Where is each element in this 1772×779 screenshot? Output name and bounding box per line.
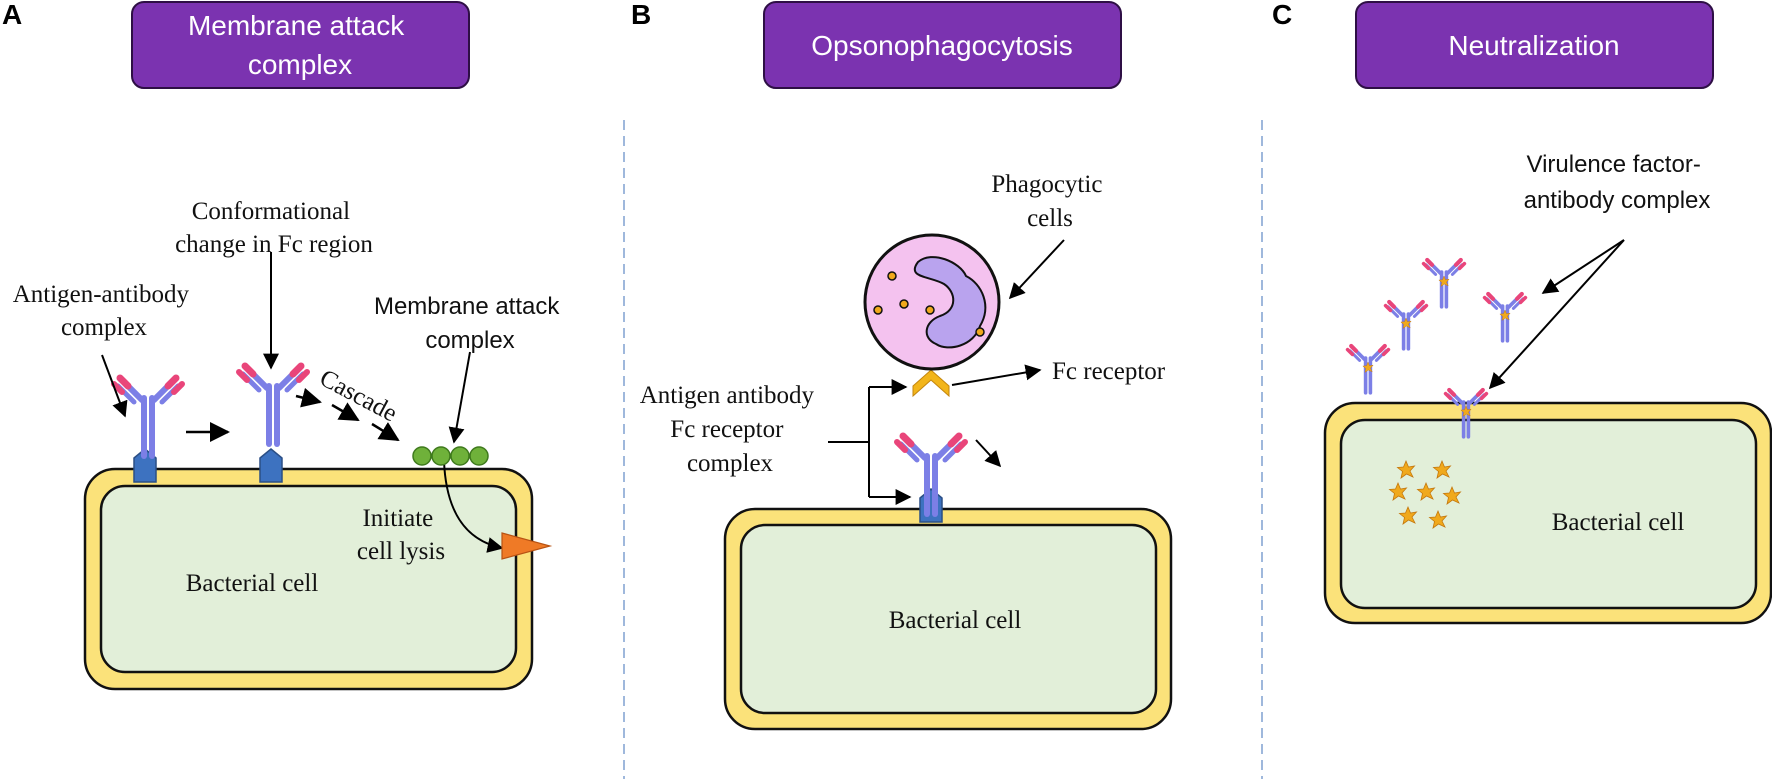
header-text-c: Neutralization (1448, 30, 1619, 61)
header-box-c (1355, 1, 1714, 89)
label-b-phagocytic-line-1: Phagocytic (991, 171, 1102, 198)
label-a-conformational-line-2: change in Fc region (175, 231, 373, 258)
panel-letter-b: B (631, 0, 651, 30)
label-a-mac-line-2: complex (425, 327, 514, 354)
arrow-c-upper (1541, 239, 1625, 294)
label-c-virulence-line-1: Virulence factor- (1527, 151, 1701, 178)
phagocyte-granule-1 (887, 271, 897, 281)
label-c-virulence-line-2: antibody complex (1524, 187, 1711, 214)
complex-c-1 (1424, 260, 1465, 307)
label-a-initiate-line-2: cell lysis (357, 538, 445, 565)
arrow-b-bracket (828, 387, 870, 497)
label-a-mac: Membrane attack complex (374, 293, 566, 354)
arrow-a-antigen-label (101, 354, 128, 418)
arrow-a-step2 (295, 387, 322, 408)
arrow-a-cascade-1 (331, 402, 360, 422)
mac-bead-1 (412, 446, 432, 466)
complex-c-2 (1386, 302, 1427, 349)
mac-bead-2 (431, 446, 451, 466)
label-b-phagocytic: Phagocytic cells (991, 171, 1108, 232)
label-b-phagocytic-line-2: cells (1027, 205, 1073, 232)
phagocyte-granule-4 (925, 305, 935, 315)
phagocyte-granule-2 (873, 305, 883, 315)
label-b-complex-line-1: Antigen antibody (640, 382, 815, 409)
mac-bead-4 (469, 446, 489, 466)
label-b-complex: Antigen antibody Fc receptor complex (640, 382, 821, 477)
label-a-mac-line-1: Membrane attack (374, 293, 560, 320)
label-a-conformational-line-1: Conformational (192, 198, 350, 225)
label-b-complex-line-2: Fc receptor (670, 416, 784, 443)
header-a-line-1: Membrane attack (188, 10, 405, 41)
cell-label-b: Bacterial cell (889, 607, 1022, 634)
bacterial-cell-b-body (739, 523, 1158, 715)
header-text-a: Membrane attack complex (188, 10, 412, 80)
panel-a: A Membrane attack complex Bacterial cell (2, 0, 566, 691)
panel-letter-a: A (2, 0, 22, 30)
antibody-a-2 (239, 366, 307, 444)
cell-label-a: Bacterial cell (186, 570, 319, 597)
header-text-b: Opsonophagocytosis (811, 30, 1073, 61)
label-a-antigen-antibody: Antigen-antibody complex (13, 281, 196, 341)
label-a-cascade: Cascade (315, 364, 401, 427)
antibody-a-1 (114, 378, 182, 456)
bacterial-cell-a-body (99, 484, 518, 674)
panel-c: C Neutralization Bacterial cell (1272, 0, 1772, 625)
arrow-b-small (975, 439, 1002, 468)
fc-receptor-shape (912, 369, 950, 398)
panel-letter-c: C (1272, 0, 1292, 30)
antigen-a-2 (259, 448, 283, 483)
header-box-b (763, 1, 1122, 89)
cell-label-c: Bacterial cell (1552, 509, 1685, 536)
arrow-b-fc-receptor (951, 364, 1042, 386)
label-b-complex-line-3: complex (687, 450, 774, 477)
arrow-b-phagocytic (1008, 239, 1065, 300)
label-a-conformational: Conformational change in Fc region (175, 198, 373, 258)
phagocyte-granule-3 (899, 299, 909, 309)
phagocyte-nucleus (914, 256, 987, 349)
complex-c-4 (1485, 294, 1526, 341)
arrow-a-cascade-2 (371, 422, 400, 442)
label-a-initiate-line-1: Initiate (362, 505, 433, 532)
header-a-line-2: complex (248, 49, 352, 80)
complex-c-3 (1348, 346, 1389, 393)
mac-bead-3 (450, 446, 470, 466)
header-box-a (131, 1, 470, 89)
label-a-antigen-antibody-line-1: Antigen-antibody (13, 281, 190, 308)
phagocyte-granule-5 (975, 327, 985, 337)
arrow-c-lower (1488, 239, 1625, 390)
label-a-initiate: Initiate cell lysis (357, 505, 445, 565)
label-b-fc-receptor: Fc receptor (1052, 358, 1166, 385)
arrow-a-lysis (443, 460, 504, 553)
label-c-virulence: Virulence factor- antibody complex (1524, 151, 1711, 214)
lysis-pore (501, 532, 553, 560)
label-a-antigen-antibody-line-2: complex (61, 314, 148, 341)
antigen-b (919, 488, 943, 523)
panel-b: B Opsonophagocytosis Bacterial cell Phag… (631, 0, 1173, 731)
arrow-a-mac (448, 351, 471, 444)
